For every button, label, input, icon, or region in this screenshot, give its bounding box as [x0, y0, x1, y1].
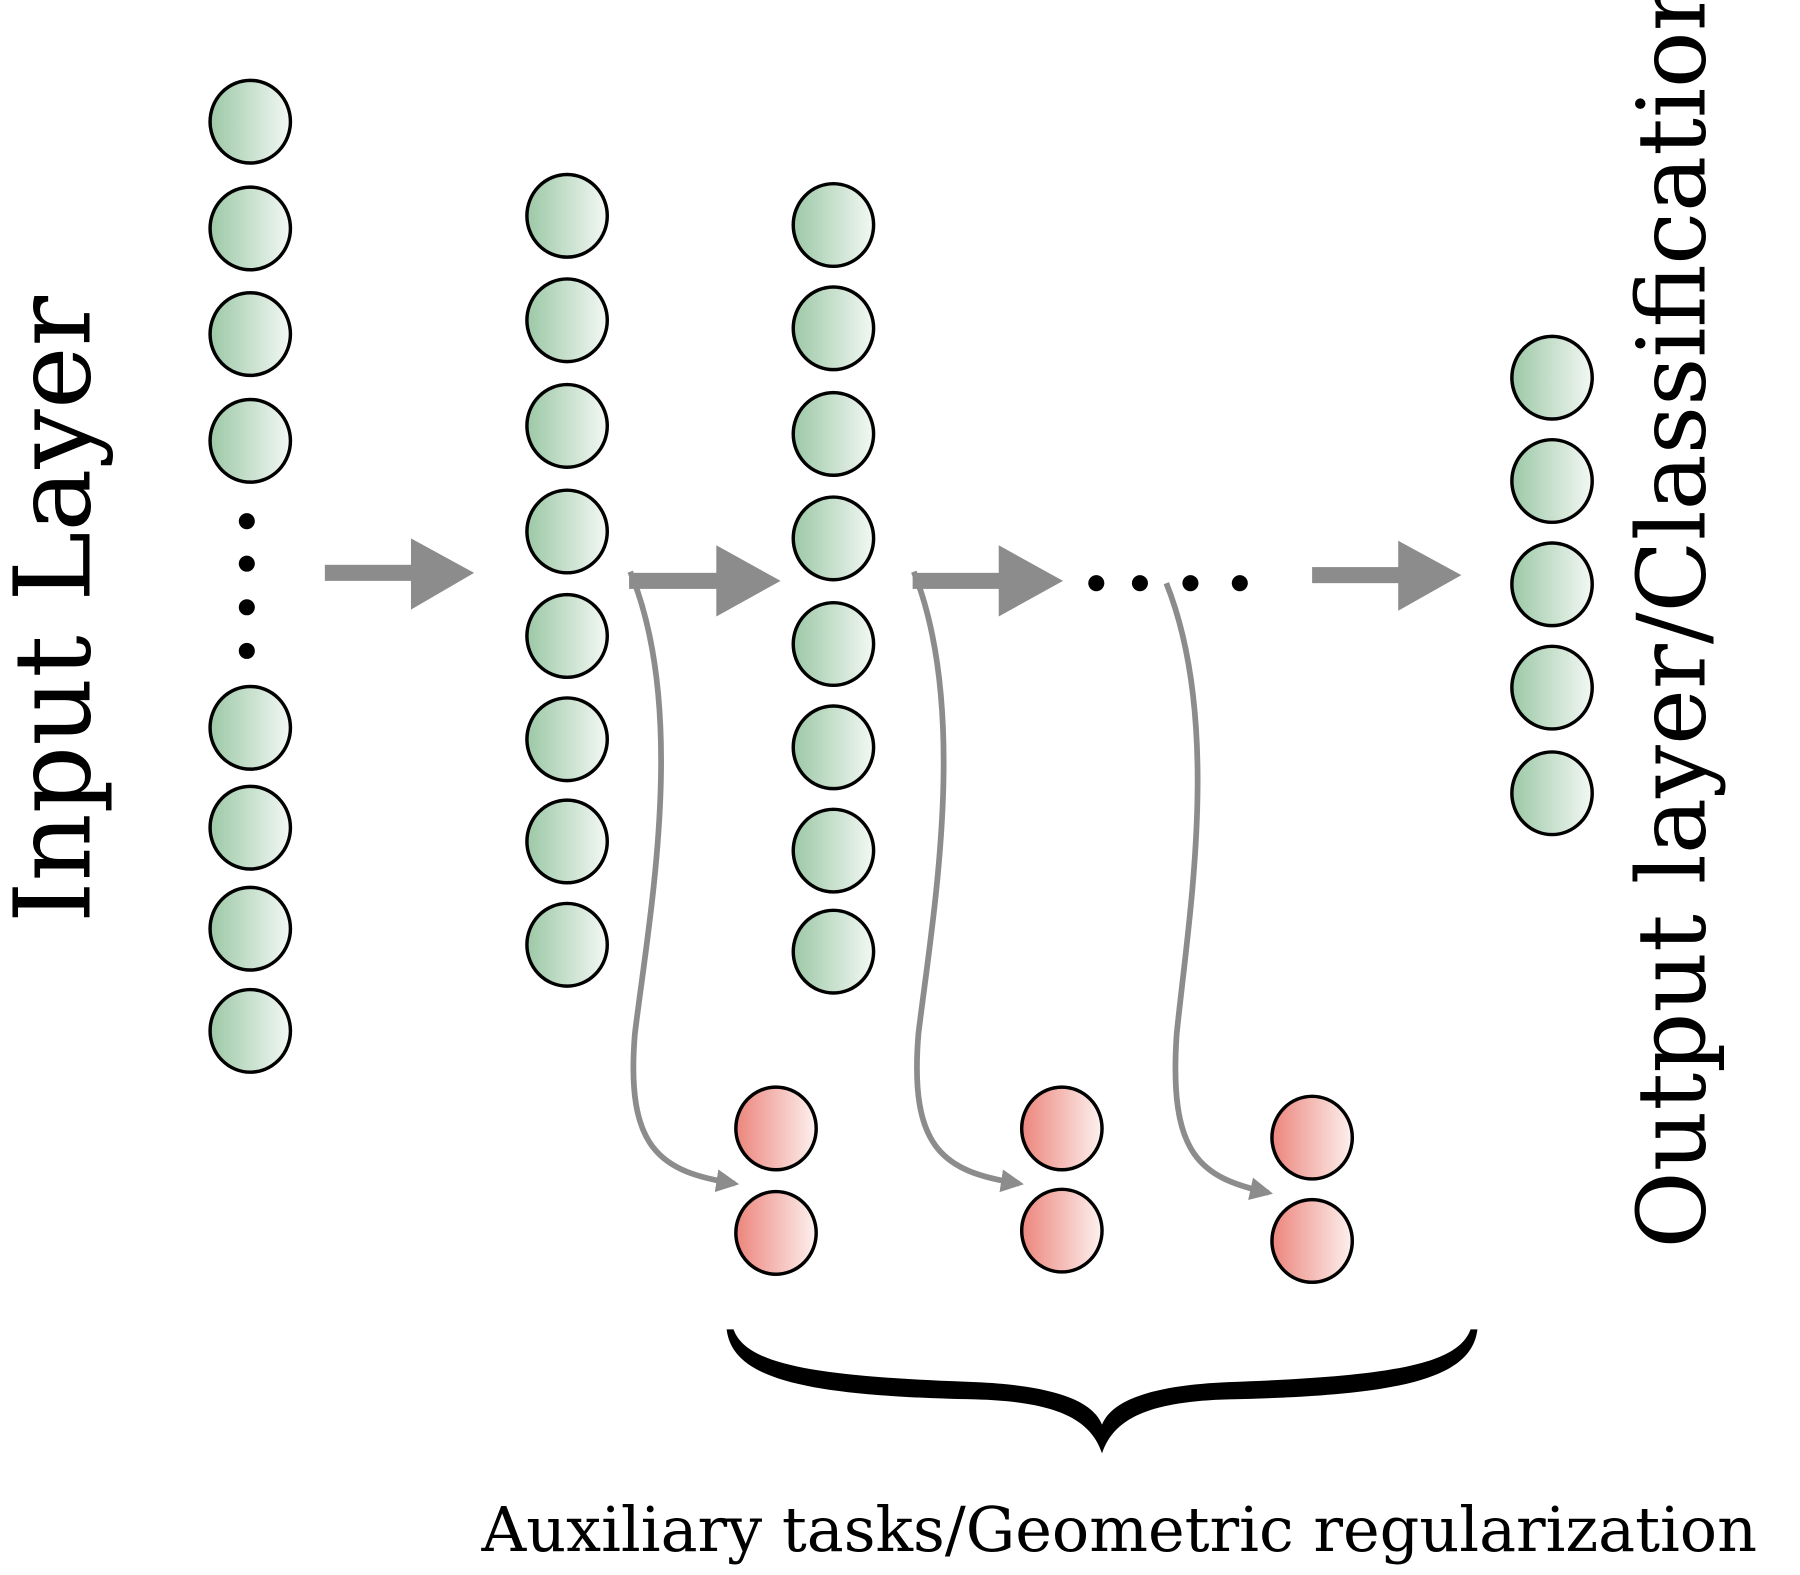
output-layer-label: Output layer/Classification: [1619, 0, 1728, 1248]
arrow-hidden1-to-hidden2: [629, 545, 781, 617]
neuron-node: [1510, 437, 1594, 525]
auxiliary-head-3: [1270, 1094, 1355, 1284]
neuron-node: [208, 784, 293, 871]
branch-arrow-3: [1163, 582, 1273, 1201]
auxiliary-branch-arrows: [627, 570, 1273, 1201]
auxiliary-head-2: [1019, 1085, 1104, 1274]
neuron-node: [1019, 1187, 1104, 1274]
hidden-layer-1: [525, 172, 609, 988]
arrow-hidden2-to-next: [912, 545, 1064, 617]
auxiliary-tasks-label: Auxiliary tasks/Geometric regularization: [481, 1493, 1758, 1566]
output-layer: [1510, 334, 1594, 837]
ellipsis-dots: [238, 513, 1248, 659]
neuron-node: [525, 277, 609, 364]
neuron-node: [1270, 1197, 1355, 1284]
neuron-node: [791, 181, 876, 269]
neuron-node: [734, 1085, 818, 1172]
arrow-to-output: [1312, 540, 1462, 611]
curly-brace: [726, 1329, 1478, 1454]
forward-arrows: [324, 538, 1462, 617]
auxiliary-head-1: [734, 1085, 818, 1276]
neuron-node: [791, 285, 876, 372]
arrow-input-to-hidden1: [324, 538, 475, 610]
neuron-node: [208, 185, 293, 272]
neuron-node: [791, 908, 876, 995]
neuron-node: [734, 1189, 818, 1276]
input-layer: [208, 78, 293, 1074]
neuron-node: [208, 987, 293, 1074]
layers: [208, 78, 1594, 1284]
neuron-node: [1019, 1085, 1104, 1172]
neuron-node: [208, 885, 293, 972]
neuron-node: [525, 488, 609, 575]
neuron-node: [1510, 750, 1594, 837]
neuron-node: [525, 798, 609, 885]
input-layer-label: Input Layer: [0, 295, 115, 923]
neuron-node: [1510, 334, 1594, 421]
neuron-node: [525, 592, 609, 680]
neuron-node: [791, 704, 876, 791]
branch-arrow-2: [911, 570, 1024, 1193]
neuron-node: [525, 382, 609, 469]
neuron-node: [1510, 644, 1594, 731]
branch-arrow-1: [627, 570, 740, 1193]
neuron-node: [791, 390, 876, 477]
neuron-node: [1510, 541, 1594, 628]
neuron-node: [525, 901, 609, 988]
neuron-node: [1270, 1094, 1355, 1181]
neuron-node: [525, 172, 609, 259]
neuron-node: [208, 291, 293, 378]
hidden-layer-2: [791, 181, 876, 995]
neuron-node: [525, 696, 609, 783]
neuron-node: [208, 684, 293, 771]
neuron-node: [208, 397, 293, 484]
neuron-node: [208, 78, 293, 165]
neuron-node: [791, 495, 876, 582]
neuron-node: [791, 600, 876, 688]
neuron-node: [791, 807, 876, 894]
